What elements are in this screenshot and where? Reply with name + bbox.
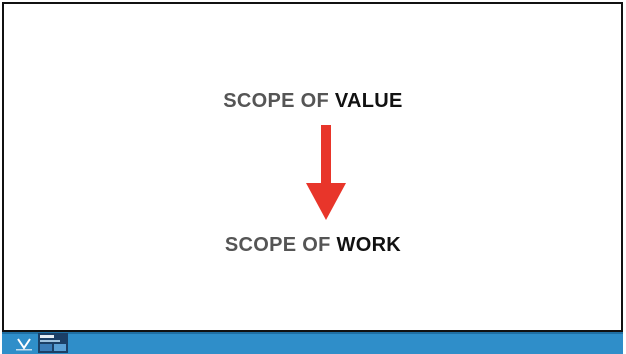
book-cover-thumbnail — [38, 333, 68, 353]
scope-of-value-prefix: SCOPE OF — [223, 90, 335, 112]
scope-of-value-emphasis: VALUE — [334, 90, 403, 112]
scope-of-value-heading: SCOPE OF VALUE — [0, 90, 626, 113]
down-arrow-icon — [306, 125, 346, 220]
scope-of-work-prefix: SCOPE OF — [224, 234, 337, 256]
slide-frame — [2, 2, 623, 332]
footer-bar — [2, 332, 623, 354]
scope-of-work-emphasis: WORK — [336, 234, 402, 256]
scope-of-work-heading: SCOPE OF WORK — [0, 234, 626, 257]
brand-logo-icon — [16, 338, 32, 351]
